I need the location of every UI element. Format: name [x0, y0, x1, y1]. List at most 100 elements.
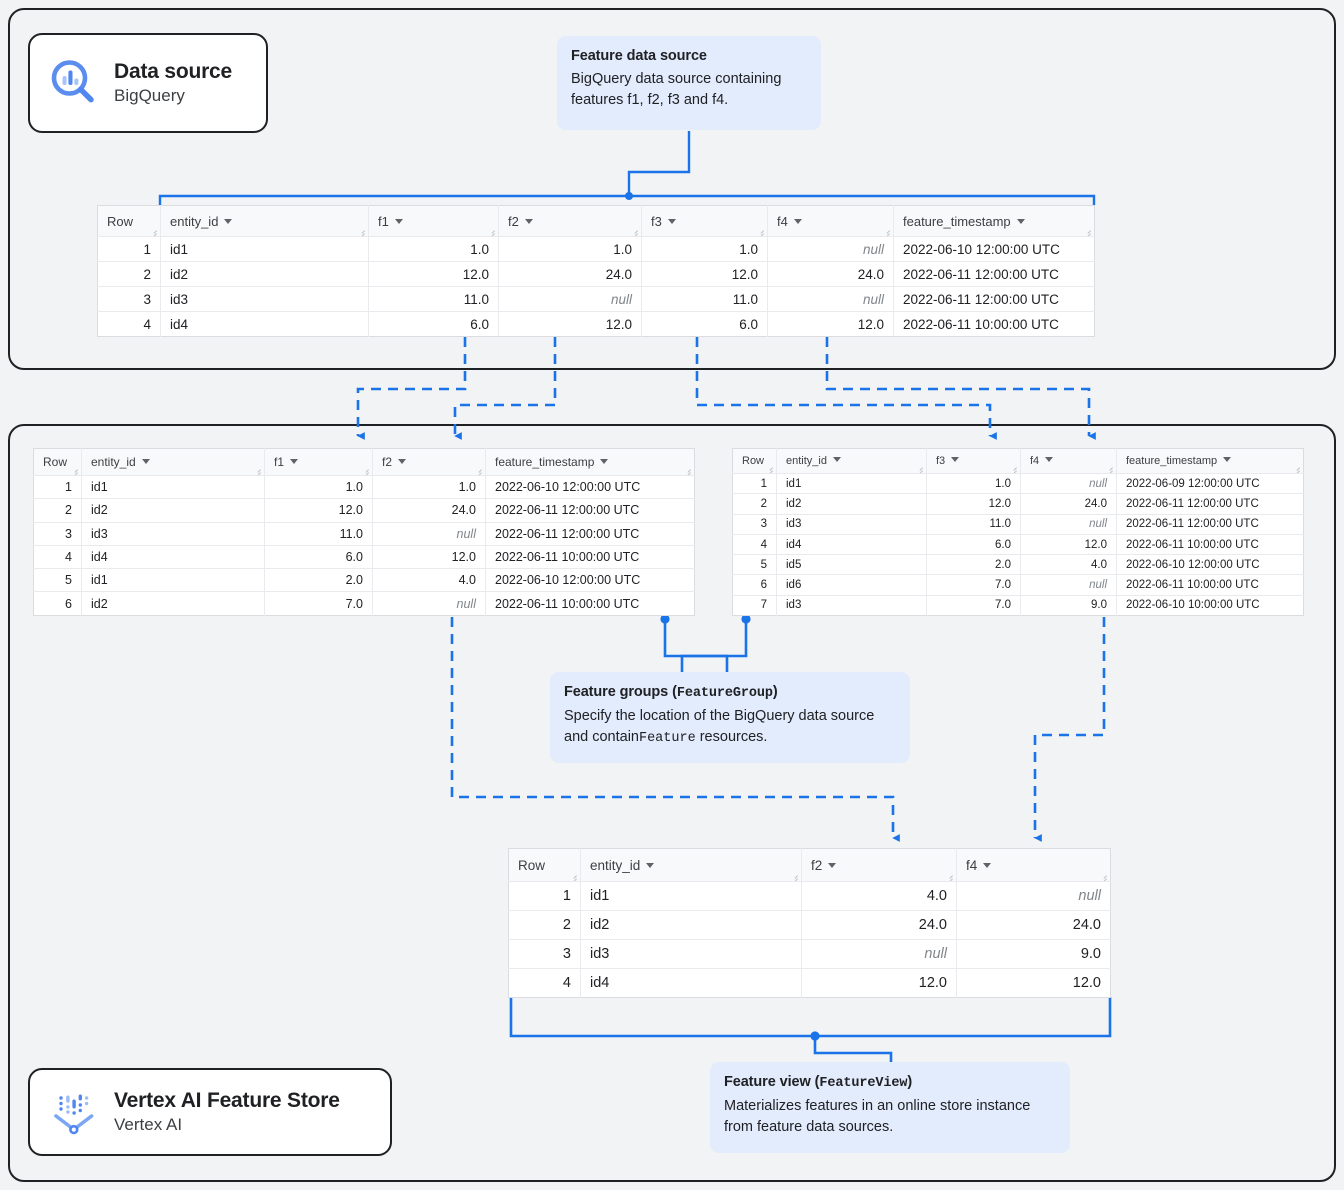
column-resize-grip-icon[interactable]	[946, 872, 954, 880]
column-header-f3[interactable]: f3	[926, 448, 1021, 474]
column-header-f2[interactable]: f2	[498, 205, 642, 237]
chevron-down-icon[interactable]	[667, 218, 676, 224]
cell-row-number: 2	[508, 910, 581, 940]
chevron-down-icon[interactable]	[290, 459, 299, 464]
column-header-feature_timestamp[interactable]: feature_timestamp	[893, 205, 1095, 237]
column-header-row[interactable]: Row	[97, 205, 161, 237]
cell-timestamp: 2022-06-11 12:00:00 UTC	[893, 286, 1095, 312]
chevron-down-icon[interactable]	[224, 218, 233, 224]
column-resize-grip-icon[interactable]	[1106, 464, 1114, 472]
column-header-f4[interactable]: f4	[956, 848, 1111, 882]
chevron-down-icon[interactable]	[394, 218, 403, 224]
column-header-entity_id[interactable]: entity_id	[776, 448, 927, 474]
column-header-f1[interactable]: f1	[368, 205, 499, 237]
chevron-down-icon[interactable]	[141, 459, 150, 464]
column-header-f4[interactable]: f4	[767, 205, 894, 237]
column-header-entity_id[interactable]: entity_id	[81, 448, 265, 476]
chevron-down-icon[interactable]	[951, 457, 960, 462]
cell-entity-id: id4	[776, 534, 927, 556]
column-resize-grip-icon[interactable]	[631, 227, 639, 235]
cell-null: null	[372, 591, 486, 616]
column-resize-grip-icon[interactable]	[757, 227, 765, 235]
column-resize-grip-icon[interactable]	[1293, 464, 1301, 472]
column-resize-grip-icon[interactable]	[362, 466, 370, 474]
cell-numeric: 12.0	[368, 261, 499, 287]
column-header-label: f2	[382, 455, 393, 469]
cell-row-number: 6	[33, 591, 82, 616]
column-resize-grip-icon[interactable]	[684, 466, 692, 474]
column-resize-grip-icon[interactable]	[358, 227, 366, 235]
column-header-f2[interactable]: f2	[801, 848, 957, 882]
chevron-down-icon[interactable]	[1016, 218, 1025, 224]
column-header-f4[interactable]: f4	[1020, 448, 1117, 474]
column-header-f3[interactable]: f3	[641, 205, 768, 237]
column-header-row[interactable]: Row	[732, 448, 777, 474]
column-resize-grip-icon[interactable]	[916, 464, 924, 472]
chevron-down-icon[interactable]	[398, 459, 407, 464]
cell-timestamp: 2022-06-11 10:00:00 UTC	[1116, 534, 1304, 556]
cell-numeric: 12.0	[926, 493, 1021, 515]
column-header-entity_id[interactable]: entity_id	[580, 848, 802, 882]
column-resize-grip-icon[interactable]	[1010, 464, 1018, 472]
column-header-row[interactable]: Row	[33, 448, 82, 476]
feature-view-title-tail: )	[907, 1074, 913, 1090]
column-header-row[interactable]: Row	[508, 848, 581, 882]
cell-numeric: 12.0	[1020, 534, 1117, 556]
chevron-down-icon[interactable]	[828, 862, 837, 868]
column-resize-grip-icon[interactable]	[71, 466, 79, 474]
chevron-down-icon[interactable]	[1223, 457, 1232, 462]
column-header-f2[interactable]: f2	[372, 448, 486, 476]
column-resize-grip-icon[interactable]	[766, 464, 774, 472]
column-resize-grip-icon[interactable]	[254, 466, 262, 474]
column-resize-grip-icon[interactable]	[1084, 227, 1092, 235]
chevron-down-icon[interactable]	[793, 218, 802, 224]
chevron-down-icon[interactable]	[983, 862, 992, 868]
chevron-down-icon[interactable]	[524, 218, 533, 224]
chevron-down-icon[interactable]	[832, 457, 841, 462]
cell-numeric: 11.0	[264, 522, 373, 546]
cell-numeric: 12.0	[1072, 975, 1101, 991]
column-header-entity_id[interactable]: entity_id	[160, 205, 369, 237]
cell-entity-id: id2	[776, 493, 927, 515]
chevron-down-icon[interactable]	[600, 459, 609, 464]
column-resize-grip-icon[interactable]	[791, 872, 799, 880]
column-resize-grip-icon[interactable]	[570, 872, 578, 880]
feature-store-card-text: Vertex AI Feature Store Vertex AI	[114, 1089, 340, 1135]
column-header-feature_timestamp[interactable]: feature_timestamp	[1116, 448, 1304, 474]
column-resize-grip-icon[interactable]	[475, 466, 483, 474]
column-resize-grip-icon[interactable]	[1100, 872, 1108, 880]
chevron-down-icon[interactable]	[646, 862, 655, 868]
chevron-down-icon[interactable]	[1045, 457, 1054, 462]
cell-row-number: 7	[732, 595, 777, 616]
column-resize-grip-icon[interactable]	[150, 227, 158, 235]
column-resize-grip-icon[interactable]	[883, 227, 891, 235]
column-resize-grip-icon[interactable]	[488, 227, 496, 235]
column-header-feature_timestamp[interactable]: feature_timestamp	[485, 448, 695, 476]
column-header-f1[interactable]: f1	[264, 448, 373, 476]
